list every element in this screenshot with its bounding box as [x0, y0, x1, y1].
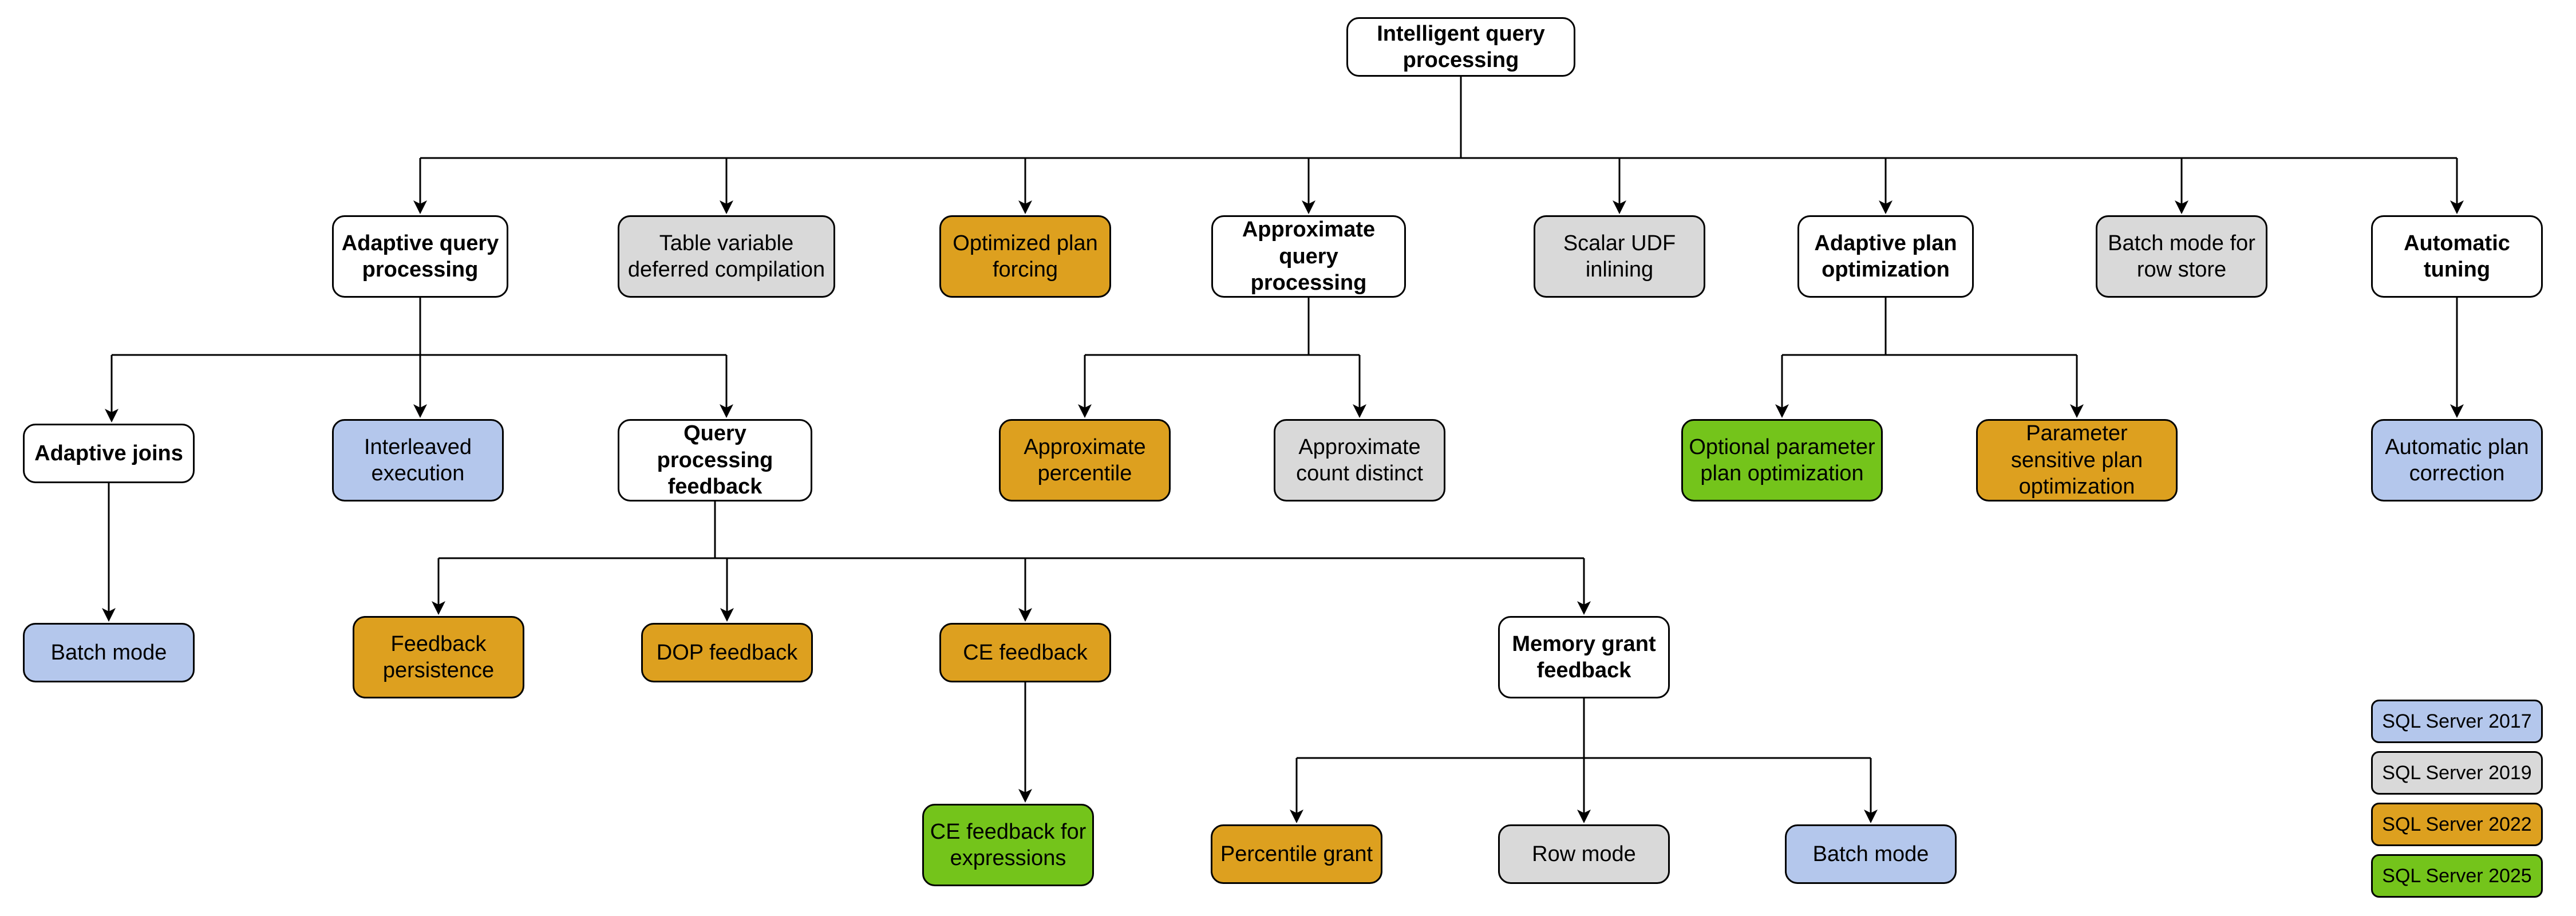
node-autotune[interactable]: Automatic tuning [2371, 215, 2543, 298]
node-acd[interactable]: Approximate count distinct [1274, 419, 1445, 502]
legend-label: SQL Server 2022 [2382, 813, 2532, 835]
node-label: Adaptive joins [34, 441, 183, 465]
node-pctgrant[interactable]: Percentile grant [1211, 824, 1382, 884]
node-apo[interactable]: Adaptive plan optimization [1797, 215, 1974, 298]
node-rowmode[interactable]: Row mode [1498, 824, 1670, 884]
legend-label: SQL Server 2025 [2382, 864, 2532, 887]
node-opf[interactable]: Optimized plan forcing [939, 215, 1111, 298]
node-label: Batch mode [50, 640, 167, 665]
node-mgf[interactable]: Memory grant feedback [1498, 616, 1670, 698]
node-label: Automatic tuning [2404, 231, 2510, 282]
node-label: Approximate count distinct [1296, 435, 1423, 485]
node-bmode1[interactable]: Batch mode [23, 623, 195, 682]
node-oppo[interactable]: Optional parameter plan optimization [1681, 419, 1883, 502]
node-tvdc[interactable]: Table variable deferred compilation [618, 215, 835, 298]
node-label: Query processing feedback [657, 421, 773, 499]
node-label: CE feedback [963, 640, 1088, 665]
node-apq[interactable]: Approximate query processing [1211, 215, 1406, 298]
node-bmrs[interactable]: Batch mode for row store [2096, 215, 2267, 298]
node-label: Interleaved execution [364, 435, 472, 485]
node-label: Approximate percentile [1024, 435, 1146, 485]
node-label: Adaptive query processing [341, 231, 499, 282]
node-apct[interactable]: Approximate percentile [999, 419, 1171, 502]
node-label: Adaptive plan optimization [1814, 231, 1957, 282]
node-udf[interactable]: Scalar UDF inlining [1534, 215, 1705, 298]
node-dopfb[interactable]: DOP feedback [641, 623, 813, 682]
node-label: Automatic plan correction [2385, 435, 2529, 485]
node-ilexec[interactable]: Interleaved execution [332, 419, 504, 502]
node-label: Feedback persistence [382, 631, 495, 682]
node-label: Batch mode [1812, 842, 1929, 866]
node-label: CE feedback for expressions [930, 819, 1086, 870]
legend-item-1[interactable]: SQL Server 2019 [2371, 751, 2543, 795]
legend-label: SQL Server 2017 [2382, 710, 2532, 732]
node-label: Scalar UDF inlining [1563, 231, 1676, 282]
node-aqp[interactable]: Adaptive query processing [332, 215, 508, 298]
legend-item-2[interactable]: SQL Server 2022 [2371, 803, 2543, 846]
node-label: DOP feedback [656, 640, 798, 665]
legend-label: SQL Server 2019 [2382, 761, 2532, 784]
node-label: Percentile grant [1220, 842, 1373, 866]
node-fbpersist[interactable]: Feedback persistence [353, 616, 524, 698]
node-qpf[interactable]: Query processing feedback [618, 419, 812, 502]
node-iqp[interactable]: Intelligent query processing [1346, 17, 1575, 77]
node-label: Intelligent query processing [1377, 21, 1545, 72]
node-label: Approximate query processing [1242, 218, 1376, 295]
legend-item-0[interactable]: SQL Server 2017 [2371, 700, 2543, 743]
node-cefbexpr[interactable]: CE feedback for expressions [922, 804, 1094, 886]
node-label: Optimized plan forcing [953, 231, 1098, 282]
node-ajoins[interactable]: Adaptive joins [23, 424, 195, 483]
node-label: Batch mode for row store [2108, 231, 2255, 282]
node-label: Row mode [1532, 842, 1636, 866]
node-apc[interactable]: Automatic plan correction [2371, 419, 2543, 502]
node-cefb[interactable]: CE feedback [939, 623, 1111, 682]
node-label: Optional parameter plan optimization [1689, 435, 1875, 485]
legend-item-3[interactable]: SQL Server 2025 [2371, 854, 2543, 898]
node-pspo[interactable]: Parameter sensitive plan optimization [1976, 419, 2178, 502]
node-bmode2[interactable]: Batch mode [1785, 824, 1957, 884]
node-label: Table variable deferred compilation [627, 231, 825, 282]
node-label: Parameter sensitive plan optimization [2010, 421, 2143, 499]
node-label: Memory grant feedback [1512, 631, 1656, 682]
